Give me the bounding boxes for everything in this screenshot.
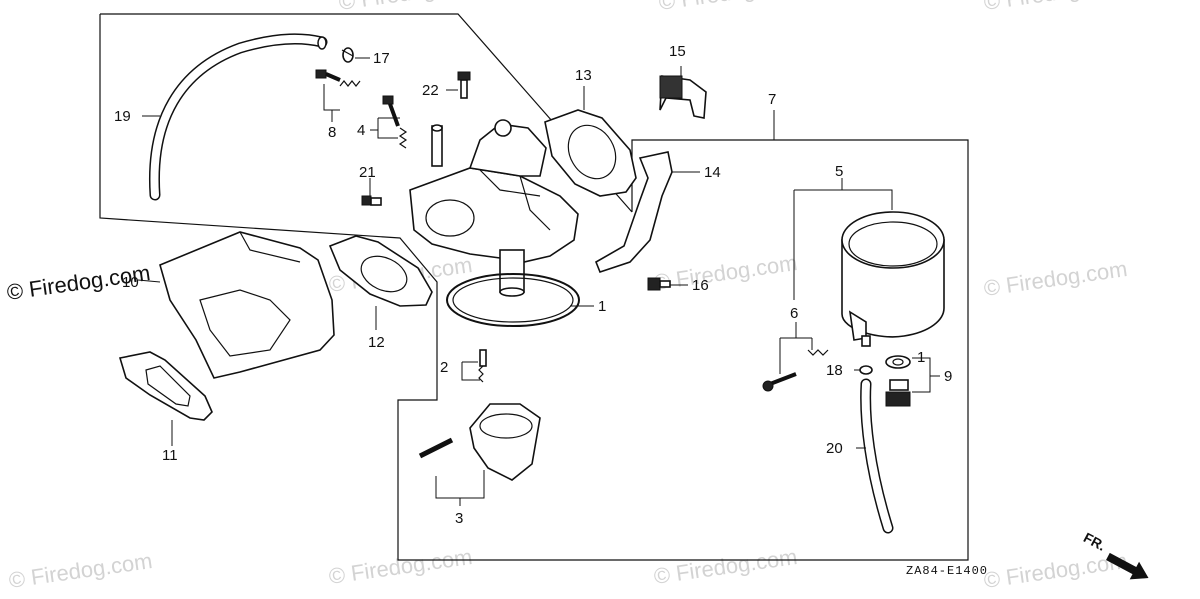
label-13: 13 <box>575 67 592 84</box>
screw-spring-6 <box>762 349 829 392</box>
watermark: © Firedog.com <box>327 544 474 589</box>
watermark: © Firedog.com <box>337 0 484 15</box>
clip-17 <box>341 47 354 63</box>
watermark: © Firedog.com <box>982 0 1129 15</box>
screw-22 <box>457 71 471 99</box>
label-18: 18 <box>826 362 843 379</box>
label-16: 16 <box>692 277 709 294</box>
label-19: 19 <box>114 108 131 125</box>
callout-labels: 19 17 8 4 22 21 13 15 7 14 5 16 1 10 12 … <box>114 43 952 527</box>
seal-18 <box>859 365 873 375</box>
bolt-16 <box>647 277 671 291</box>
label-3: 3 <box>455 510 463 527</box>
label-11: 11 <box>162 447 178 464</box>
screw-21 <box>361 195 382 206</box>
screw-spring-8 <box>315 69 361 87</box>
label-22: 22 <box>422 82 439 99</box>
leader-lines <box>137 57 940 506</box>
o-ring-1 <box>446 273 580 327</box>
float-needle-2 <box>478 349 487 383</box>
clip-15 <box>659 75 707 119</box>
washer-bolt-9 <box>885 355 911 407</box>
gasket-13 <box>544 109 637 197</box>
label-8: 8 <box>328 124 336 141</box>
label-6: 6 <box>790 305 798 322</box>
label-9: 9 <box>944 368 952 385</box>
label-17: 17 <box>373 50 390 67</box>
gasket-12 <box>328 235 433 307</box>
label-1: 1 <box>598 298 606 315</box>
screw-spring-4 <box>382 95 408 149</box>
gasket-11 <box>118 351 213 421</box>
arrow-right-icon <box>1106 552 1149 580</box>
fuel-tube-19 <box>148 33 328 201</box>
diagram-code: ZA84-E1400 <box>906 564 988 578</box>
watermark: © Firedog.com <box>652 544 799 589</box>
label-4: 4 <box>357 122 365 139</box>
label-2: 2 <box>440 359 448 376</box>
watermark: © Firedog.com <box>657 0 804 15</box>
label-1b: 1 <box>917 349 925 366</box>
label-10: 10 <box>122 274 139 291</box>
carburetor-body <box>409 119 579 297</box>
label-14: 14 <box>704 164 721 181</box>
label-20: 20 <box>826 440 843 457</box>
label-21: 21 <box>359 164 376 181</box>
label-7: 7 <box>768 91 776 108</box>
float-bowl-5 <box>841 211 945 347</box>
drain-tube-20 <box>860 378 894 534</box>
watermark: © Firedog.com <box>982 256 1129 301</box>
watermark: © Firedog.com <box>7 548 154 593</box>
watermark: © Firedog.com <box>652 250 799 295</box>
label-15: 15 <box>669 43 686 60</box>
label-12: 12 <box>368 334 385 351</box>
watermark: © Firedog.com <box>982 548 1129 593</box>
bracket-14 <box>594 151 673 273</box>
float-3 <box>418 403 541 481</box>
air-guide-10 <box>159 231 335 379</box>
label-5: 5 <box>835 163 843 180</box>
